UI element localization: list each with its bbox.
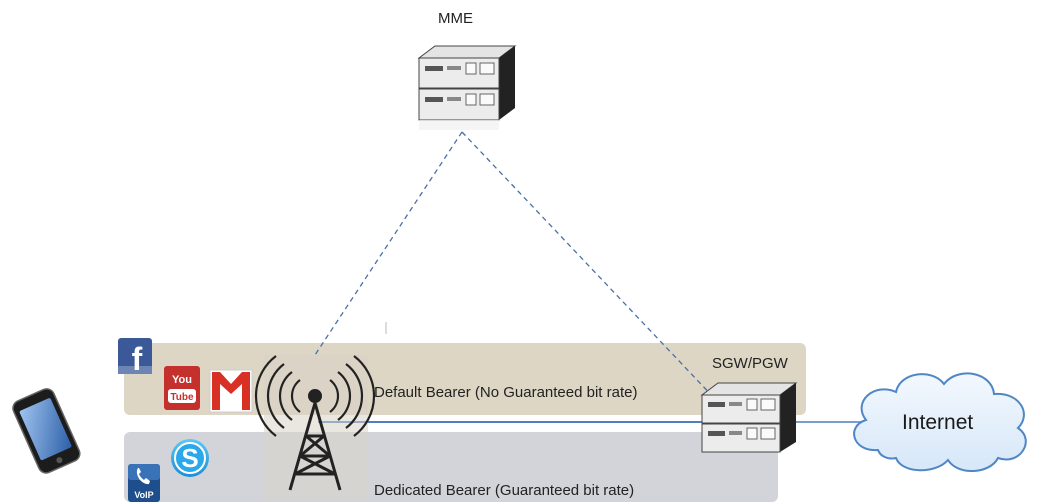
mobile-phone-icon xyxy=(12,388,81,474)
skype-glyph: S xyxy=(181,443,198,473)
youtube-glyph-bottom: Tube xyxy=(170,392,194,403)
dedicated-bearer-label: Dedicated Bearer (Guaranteed bit rate) xyxy=(374,482,635,499)
youtube-icon: You Tube xyxy=(164,366,200,410)
default-bearer-label: Default Bearer (No Guaranteed bit rate) xyxy=(374,384,638,401)
mme-server-icon xyxy=(417,45,517,130)
sgw-pgw-server-icon xyxy=(700,382,798,453)
internet-cloud-icon xyxy=(853,372,1027,473)
gmail-icon xyxy=(209,369,253,413)
sgw-pgw-label: SGW/PGW xyxy=(712,355,788,372)
voip-phone-icon: VoIP xyxy=(128,464,160,502)
youtube-glyph-top: You xyxy=(172,374,192,386)
voip-glyph: VoIP xyxy=(134,490,153,500)
cell-tower-icon xyxy=(254,355,376,500)
mme-label: MME xyxy=(438,10,473,27)
mme-to-enodeb-link xyxy=(314,131,463,356)
skype-icon: S xyxy=(171,439,209,477)
facebook-glyph: f xyxy=(132,341,143,377)
mme-to-sgw-link xyxy=(461,131,736,421)
internet-label: Internet xyxy=(902,411,974,434)
facebook-icon: f xyxy=(118,338,152,377)
